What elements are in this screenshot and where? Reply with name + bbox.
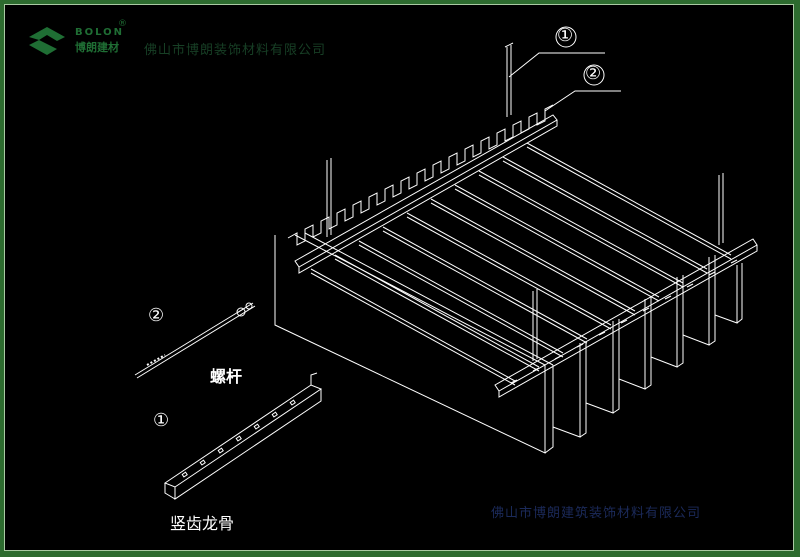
drawing-frame: ® BOLON 博朗建材 佛山市博朗装饰材料有限公司 ① ② ② 螺杆 ① 竖齿… <box>4 4 794 551</box>
registered-mark: ® <box>118 19 127 29</box>
back-runner <box>287 42 558 274</box>
brand-name: BOLON <box>75 27 125 38</box>
screw-rod-part <box>134 302 256 379</box>
baffle-panels <box>274 232 743 454</box>
cross-rods <box>310 142 732 386</box>
callout-leaders <box>508 26 621 112</box>
callout-two-label: ② <box>585 63 602 84</box>
screw-rod-marker: ② <box>148 305 165 326</box>
brand-name-cn: 博朗建材 <box>75 41 119 54</box>
screw-rod-caption: 螺杆 <box>210 367 243 386</box>
ceiling-assembly-drawing <box>29 26 758 500</box>
runner-marker: ① <box>153 410 170 431</box>
brand-tagline: 佛山市博朗装饰材料有限公司 <box>144 43 327 58</box>
company-footer: 佛山市博朗建筑装饰材料有限公司 <box>491 506 702 521</box>
callout-one-label: ① <box>557 25 574 46</box>
runner-part <box>163 372 323 500</box>
logo-icon <box>29 27 65 55</box>
runner-caption: 竖齿龙骨 <box>170 514 235 533</box>
front-runner <box>494 173 758 398</box>
